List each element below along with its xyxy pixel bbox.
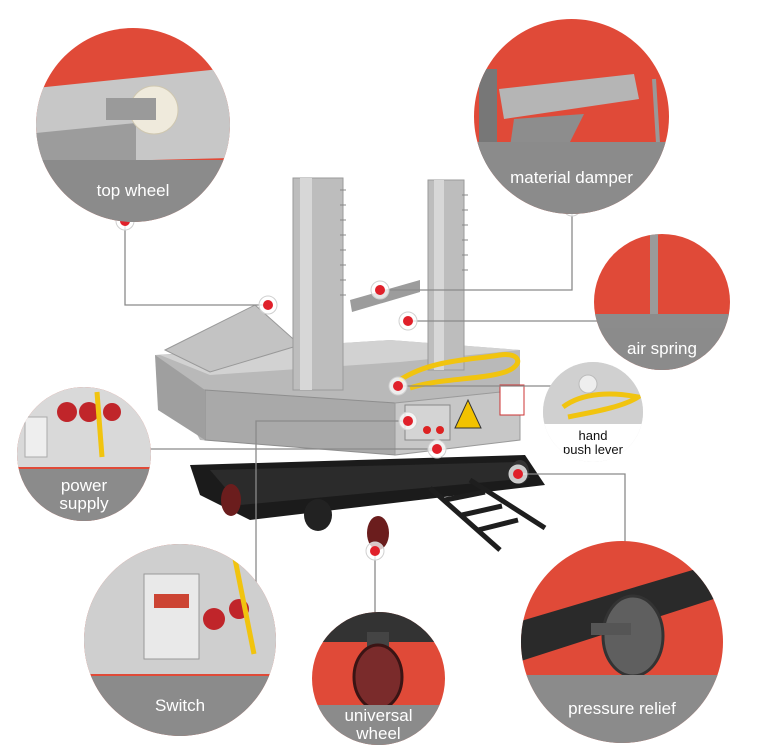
marker-universal-wheel-machine: [365, 541, 385, 561]
pressure-relief-label: pressure relief: [568, 699, 676, 719]
universal-wheel-label: universal wheel: [344, 706, 413, 743]
power-supply-detail-photo: [17, 387, 151, 467]
marker-power-supply-machine: [427, 439, 447, 459]
marker-top-wheel-machine: [258, 295, 278, 315]
pressure-relief-detail-photo: [521, 561, 723, 678]
material-damper-label-band: material damper: [474, 142, 669, 214]
leader-line-material-damper: [380, 207, 573, 291]
hand-push-lever-label-band: hand push lever: [543, 424, 643, 462]
switch-label: Switch: [154, 696, 206, 716]
power-supply-label-band: power supply: [17, 469, 151, 521]
universal-wheel-label-band: universal wheel: [312, 705, 445, 745]
marker-switch-machine: [398, 411, 418, 431]
callout-air-spring: air spring: [594, 234, 730, 370]
air-spring-detail-photo: [594, 234, 730, 329]
marker-hand-push-lever-machine: [388, 376, 408, 396]
hand-push-lever-detail-photo: [543, 362, 643, 424]
callout-top-wheel: top wheel: [36, 28, 230, 222]
material-damper-label: material damper: [510, 168, 633, 188]
switch-detail-photo: [84, 544, 276, 674]
callout-power-supply: power supply: [17, 387, 151, 521]
callout-material-damper: material damper: [474, 19, 669, 214]
top-wheel-label: top wheel: [96, 181, 170, 201]
power-supply-label: power supply: [59, 476, 109, 513]
marker-material-damper-machine: [370, 280, 390, 300]
hand-push-lever-label: hand push lever: [563, 428, 623, 457]
air-spring-label: air spring: [627, 339, 697, 359]
switch-label-band: Switch: [84, 676, 276, 736]
universal-wheel-detail-photo: [312, 612, 445, 711]
callout-pressure-relief: pressure relief: [521, 541, 723, 743]
callout-hand-push-lever: hand push lever: [543, 362, 643, 462]
pressure-relief-label-band: pressure relief: [521, 675, 723, 743]
callout-universal-wheel: universal wheel: [312, 612, 445, 745]
callout-switch: Switch: [84, 544, 276, 736]
top-wheel-detail-photo: [36, 68, 230, 163]
marker-pressure-relief-machine: [508, 464, 528, 484]
marker-air-spring-machine: [398, 311, 418, 331]
leader-line-top-wheel: [124, 221, 268, 306]
top-wheel-label-band: top wheel: [36, 160, 230, 222]
